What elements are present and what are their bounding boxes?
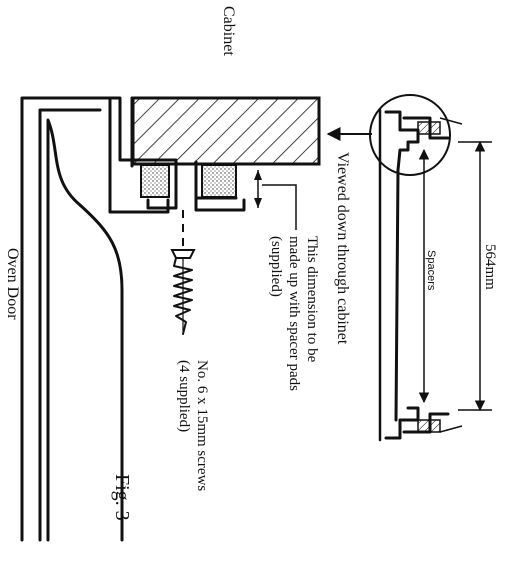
cabinet-section	[131, 96, 321, 166]
screw	[170, 210, 196, 335]
oven-door	[38, 108, 124, 542]
cabinet-label: Cabinet	[220, 6, 237, 56]
spacer-pads	[140, 164, 237, 198]
dimension-label-3: (supplied)	[268, 236, 284, 297]
top-view-inset	[369, 94, 492, 442]
screws-label-2: (4 supplied)	[176, 360, 192, 432]
oven-door-label: Oven Door	[4, 248, 21, 320]
spacers-label: Spacers	[425, 250, 437, 291]
oven-frame	[20, 96, 246, 542]
measure-label: 564mm	[482, 244, 498, 290]
fig-label: Fig. 3	[111, 474, 133, 521]
dimension-label-1: This dimension to be	[304, 236, 320, 363]
dimension-label-2: made up with spacer pads	[286, 236, 302, 391]
viewed-label: Viewed down through cabinet	[334, 152, 351, 345]
screws-label-1: No. 6 x 15mm screws	[194, 360, 210, 491]
dimension-indicator	[254, 170, 297, 230]
